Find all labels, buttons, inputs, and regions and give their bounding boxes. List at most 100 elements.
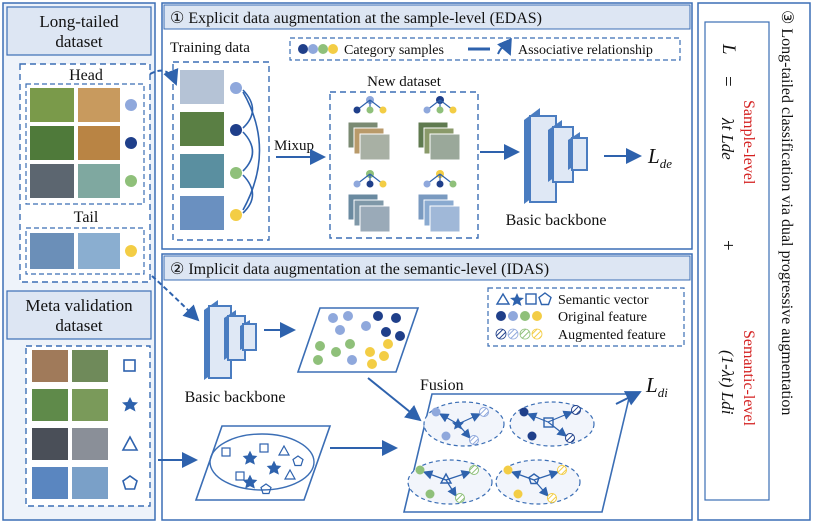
- formula-plus: +: [717, 240, 738, 251]
- head-dot-green: [125, 175, 137, 187]
- legend-aug-green: [519, 328, 531, 340]
- legend-orig-navy: [496, 311, 506, 321]
- new-dataset-tree-4: [417, 170, 461, 233]
- head-image-dog-grass: [30, 126, 74, 160]
- tail-image-sailboat: [78, 233, 120, 269]
- train-dot-3: [230, 167, 242, 179]
- meta-square-icon: [123, 359, 136, 372]
- tail-group-box: [25, 227, 145, 275]
- meta-image-boat2: [72, 467, 108, 499]
- fusion-arrow-top: [367, 377, 422, 422]
- head-label: Head: [69, 67, 103, 84]
- feature-dots: [313, 311, 405, 369]
- fusion-cluster-green: [407, 459, 493, 505]
- legend-augmented-text: Augmented feature: [558, 328, 666, 343]
- idas-header-text: ② Implicit data augmentation at the sema…: [170, 261, 549, 278]
- meta-image-cat1: [32, 350, 68, 382]
- idas-panel: ② Implicit data augmentation at the sema…: [158, 253, 693, 521]
- train-dot-4: [230, 209, 242, 221]
- legend-orig-yellow: [532, 311, 542, 321]
- idas-backbone-icon: [204, 300, 257, 380]
- formula-term2: (1-λt) Ldi: [718, 350, 737, 415]
- long-tailed-header: [6, 6, 152, 56]
- train-image-1: [180, 70, 224, 104]
- edas-backbone-icon: [524, 108, 588, 204]
- sample-level-label: Sample-level: [740, 100, 757, 185]
- edas-backbone-label: Basic backbone: [506, 212, 607, 229]
- head-image-golden-dog: [78, 126, 120, 160]
- mixup-label: Mixup: [274, 138, 314, 154]
- head-dot-blue: [125, 99, 137, 111]
- tail-dot-yellow: [125, 245, 137, 257]
- assoc-curve-1: [242, 89, 254, 129]
- legend-dot-green: [318, 44, 328, 54]
- legend-dot-blue: [308, 44, 318, 54]
- new-dataset-tree-3: [347, 170, 391, 233]
- edas-panel: ① Explicit data augmentation at the samp…: [161, 2, 693, 250]
- legend-dot-yellow: [328, 44, 338, 54]
- ldi-symbol: Ldi: [645, 373, 668, 400]
- meta-title-line2: dataset: [55, 316, 102, 335]
- fusion-cluster-blue: [423, 401, 505, 447]
- training-data-label: Training data: [170, 40, 250, 56]
- formula-equals: =: [717, 76, 738, 87]
- head-image-cat: [78, 88, 120, 122]
- train-image-3: [180, 154, 224, 188]
- assoc-curve-3: [242, 174, 254, 214]
- assoc-curve-2: [242, 131, 254, 172]
- semantic-vectors: [221, 443, 304, 495]
- idas-backbone-label: Basic backbone: [185, 389, 286, 406]
- assoc-curve-4: [242, 91, 261, 211]
- semantic-level-label: Semantic-level: [740, 330, 757, 427]
- lde-symbol: Lde: [647, 144, 672, 171]
- legend-curve-icon: [497, 37, 512, 56]
- meta-title-line1: Meta validation: [25, 296, 133, 315]
- new-dataset-tree-1: [347, 96, 391, 161]
- edas-header-text: ① Explicit data augmentation at the samp…: [170, 10, 542, 27]
- train-dot-2: [230, 124, 242, 136]
- head-image-dogs: [30, 88, 74, 122]
- meta-triangle-icon: [121, 435, 139, 451]
- meta-image-dog1: [32, 389, 68, 421]
- edas-header: [163, 4, 691, 30]
- semantic-plane: [194, 425, 332, 501]
- fusion-label: Fusion: [420, 377, 464, 394]
- meta-image-car1: [32, 428, 68, 460]
- tail-image-boat: [30, 233, 74, 269]
- legend-aug-blue: [507, 328, 519, 340]
- formula-box: [704, 21, 770, 501]
- right-title-vertical: ③ Long-tailed classification via dual pr…: [778, 10, 795, 415]
- legend-original-text: Original feature: [558, 310, 647, 325]
- tail-label: Tail: [74, 209, 99, 226]
- train-image-4: [180, 196, 224, 230]
- head-dot-navy: [125, 137, 137, 149]
- head-group-box: [25, 83, 145, 205]
- meta-star-icon: [122, 397, 138, 412]
- to-ldi-arrow: [615, 391, 642, 406]
- formula-L: L: [718, 43, 739, 55]
- legend-orig-green: [520, 311, 530, 321]
- fusion-cluster-navy: [509, 401, 595, 447]
- meta-header: [6, 290, 152, 340]
- meta-image-cat2: [72, 350, 108, 382]
- meta-pentagon-icon: [122, 475, 138, 490]
- long-tailed-title-line2: dataset: [55, 32, 102, 51]
- legend-orig-blue: [508, 311, 518, 321]
- legend-star-icon: [510, 293, 524, 306]
- legend-dot-navy: [298, 44, 308, 54]
- legend-aug-navy: [495, 328, 507, 340]
- formula-term1: λt Lde: [718, 117, 737, 160]
- fusion-cluster-yellow: [495, 459, 581, 505]
- right-column: L = λt Lde Sample-level + (1-λt) Ldi Sem…: [697, 2, 811, 521]
- train-image-2: [180, 112, 224, 146]
- dataset-to-training-arrow: [149, 68, 179, 86]
- legend-pentagon-icon: [538, 292, 552, 306]
- legend-category-text: Category samples: [344, 43, 444, 58]
- head-image-vintage-car: [78, 164, 120, 198]
- legend-semantic-text: Semantic vector: [558, 293, 649, 308]
- idas-header: [163, 255, 691, 281]
- dataset-to-backbone-arrow: [151, 275, 200, 322]
- long-tailed-title-line1: Long-tailed: [39, 12, 119, 31]
- meta-image-boat1: [32, 467, 68, 499]
